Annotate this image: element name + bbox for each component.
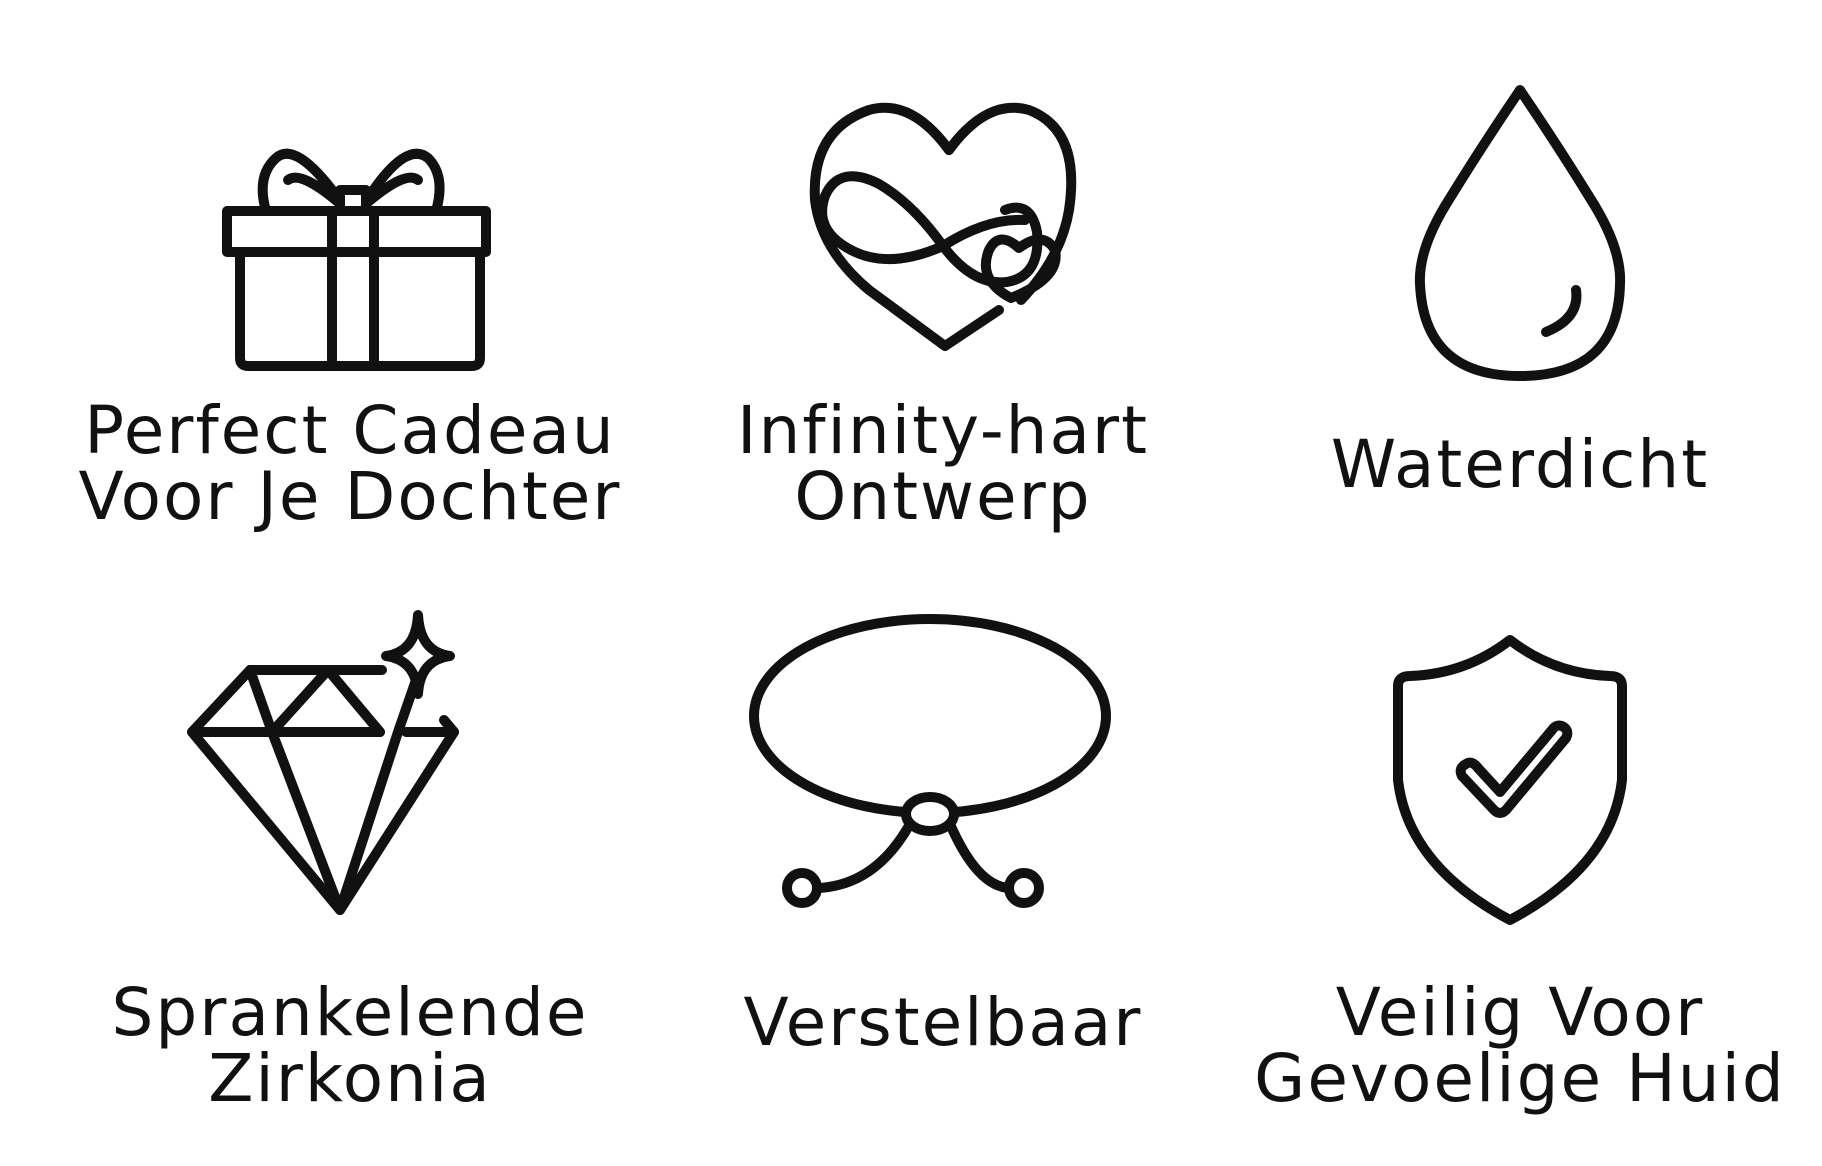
- water-drop-icon: [1414, 85, 1626, 381]
- gift-icon: [222, 148, 491, 371]
- feature-label-line-1: Veilig Voor: [1335, 974, 1705, 1051]
- feature-label-line-2: Ontwerp: [794, 458, 1092, 535]
- infinity-heart-icon: [809, 102, 1077, 351]
- feature-verstelbaar: Verstelbaar: [663, 560, 1223, 1120]
- feature-perfect-cadeau: Perfect Cadeau Voor Je Dochter: [70, 0, 630, 560]
- feature-label: Veilig Voor Gevoelige Huid: [1240, 980, 1800, 1112]
- feature-waterdicht: Waterdicht: [1240, 0, 1800, 560]
- feature-label-line-1: Perfect Cadeau: [84, 392, 616, 469]
- adjustable-bracelet-icon: [749, 614, 1111, 908]
- shield-check-icon: [1393, 635, 1627, 925]
- feature-label-line-1: Verstelbaar: [743, 984, 1143, 1061]
- feature-label-line-1: Infinity-hart: [737, 392, 1149, 469]
- feature-label-line-1: Sprankelende: [111, 974, 589, 1051]
- feature-label-line-2: Gevoelige Huid: [1254, 1040, 1786, 1117]
- feature-sprankelende-zirkonia: Sprankelende Zirkonia: [70, 560, 630, 1120]
- feature-label: Perfect Cadeau Voor Je Dochter: [70, 398, 630, 530]
- feature-label-line-2: Zirkonia: [208, 1040, 492, 1117]
- feature-label: Sprankelende Zirkonia: [70, 980, 630, 1112]
- feature-label-line-1: Waterdicht: [1330, 426, 1710, 503]
- feature-label: Infinity-hart Ontwerp: [663, 398, 1223, 530]
- diamond-sparkle-icon: [187, 610, 459, 915]
- feature-label: Waterdicht: [1240, 432, 1800, 498]
- feature-label: Verstelbaar: [663, 990, 1223, 1056]
- feature-veilig-voor-gevoelige-huid: Veilig Voor Gevoelige Huid: [1240, 560, 1800, 1120]
- feature-infinity-hart: Infinity-hart Ontwerp: [663, 0, 1223, 560]
- feature-label-line-2: Voor Je Dochter: [78, 458, 622, 535]
